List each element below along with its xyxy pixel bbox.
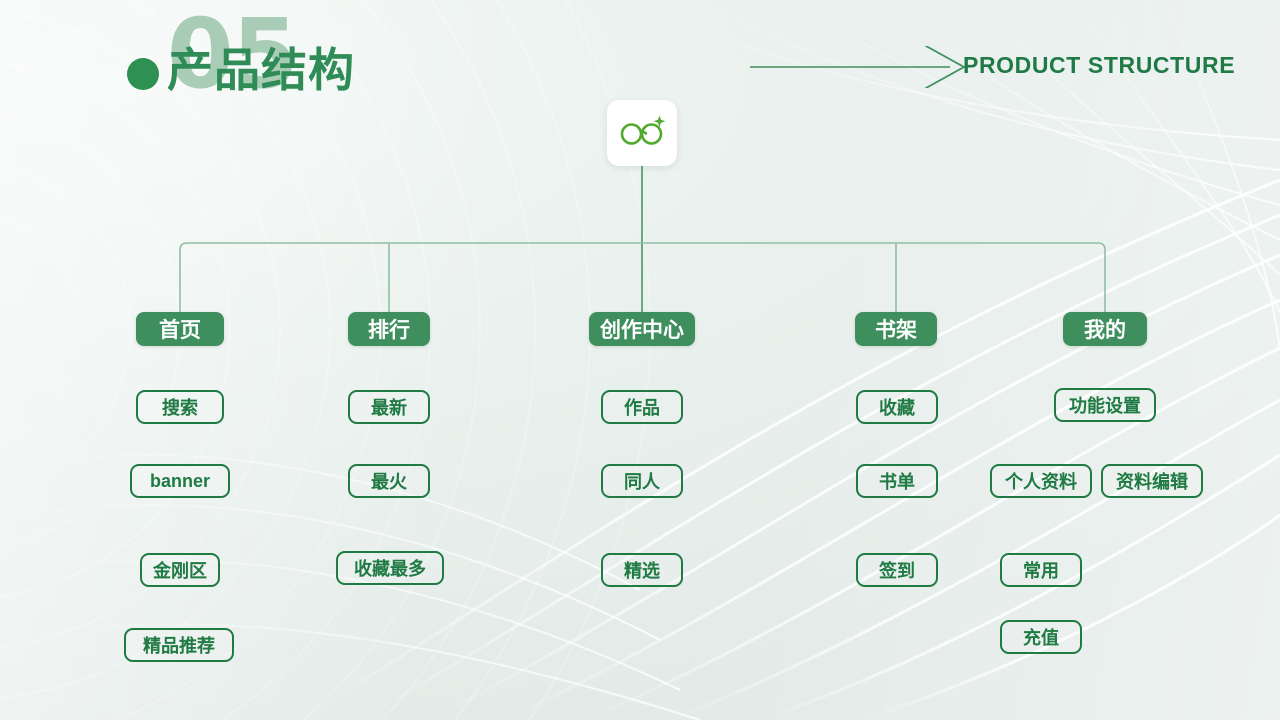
node-label: 创作中心	[600, 319, 684, 342]
tree-node-creation-center[interactable]: 创作中心	[589, 312, 695, 346]
node-label: 充值	[1023, 628, 1059, 648]
node-label: 精品推荐	[143, 636, 215, 656]
node-label: 排行	[368, 319, 410, 342]
node-label: 同人	[624, 472, 660, 492]
node-label: 个人资料	[1005, 472, 1077, 492]
node-label: 书架	[875, 319, 917, 342]
tree-node-creation-center-child-0[interactable]: 作品	[601, 390, 683, 424]
tree-node-mine[interactable]: 我的	[1063, 312, 1147, 346]
tree-node-creation-center-child-2[interactable]: 精选	[601, 553, 683, 587]
page-title-english: PRODUCT STRUCTURE	[963, 52, 1236, 78]
root-node-icon-card[interactable]	[607, 100, 677, 166]
page-title: 产品结构	[167, 44, 355, 96]
node-label: 书单	[879, 472, 915, 492]
node-label: 功能设置	[1069, 396, 1141, 416]
tree-node-home-child-2[interactable]: 金刚区	[140, 553, 220, 587]
tree-node-mine-child-1[interactable]: 个人资料	[990, 464, 1092, 498]
tree-node-home-child-1[interactable]: banner	[130, 464, 230, 498]
node-label: 我的	[1084, 319, 1126, 342]
tree-node-home[interactable]: 首页	[136, 312, 224, 346]
tree-node-home-child-0[interactable]: 搜索	[136, 390, 224, 424]
node-label: 收藏	[879, 398, 915, 418]
node-label: 资料编辑	[1116, 472, 1188, 492]
tree-node-mine-child-0[interactable]: 功能设置	[1054, 388, 1156, 422]
tree-node-creation-center-child-1[interactable]: 同人	[601, 464, 683, 498]
tree-node-mine-child-2[interactable]: 资料编辑	[1101, 464, 1203, 498]
node-label: 作品	[624, 398, 660, 418]
tree-node-ranking[interactable]: 排行	[348, 312, 430, 346]
tree-node-mine-child-4[interactable]: 充值	[1000, 620, 1082, 654]
tree-node-ranking-child-2[interactable]: 收藏最多	[336, 551, 444, 585]
tree-node-bookshelf[interactable]: 书架	[855, 312, 937, 346]
node-label: 搜索	[162, 398, 198, 418]
node-label: 签到	[879, 561, 915, 581]
node-label: banner	[149, 470, 210, 491]
tree-node-mine-child-3[interactable]: 常用	[1000, 553, 1082, 587]
tree-node-ranking-child-0[interactable]: 最新	[348, 390, 430, 424]
node-label: 常用	[1023, 561, 1059, 581]
tree-node-bookshelf-child-0[interactable]: 收藏	[856, 390, 938, 424]
bullet-dot-icon	[127, 58, 159, 90]
tree-node-home-child-3[interactable]: 精品推荐	[124, 628, 234, 662]
node-label: 首页	[159, 319, 201, 342]
tree-node-ranking-child-1[interactable]: 最火	[348, 464, 430, 498]
node-label: 最新	[371, 398, 407, 418]
node-label: 金刚区	[153, 561, 207, 581]
long-arrow-right-icon	[750, 45, 965, 89]
node-label: 精选	[624, 561, 660, 581]
node-label: 收藏最多	[354, 559, 426, 579]
slide-header: 05 产品结构 PRODUCT STRUCTURE	[0, 0, 1280, 120]
tree-node-bookshelf-child-2[interactable]: 签到	[856, 553, 938, 587]
node-label: 最火	[371, 472, 407, 492]
section-number-ghost: 05	[167, 0, 299, 110]
glasses-sparkle-icon	[618, 113, 666, 154]
tree-node-bookshelf-child-1[interactable]: 书单	[856, 464, 938, 498]
